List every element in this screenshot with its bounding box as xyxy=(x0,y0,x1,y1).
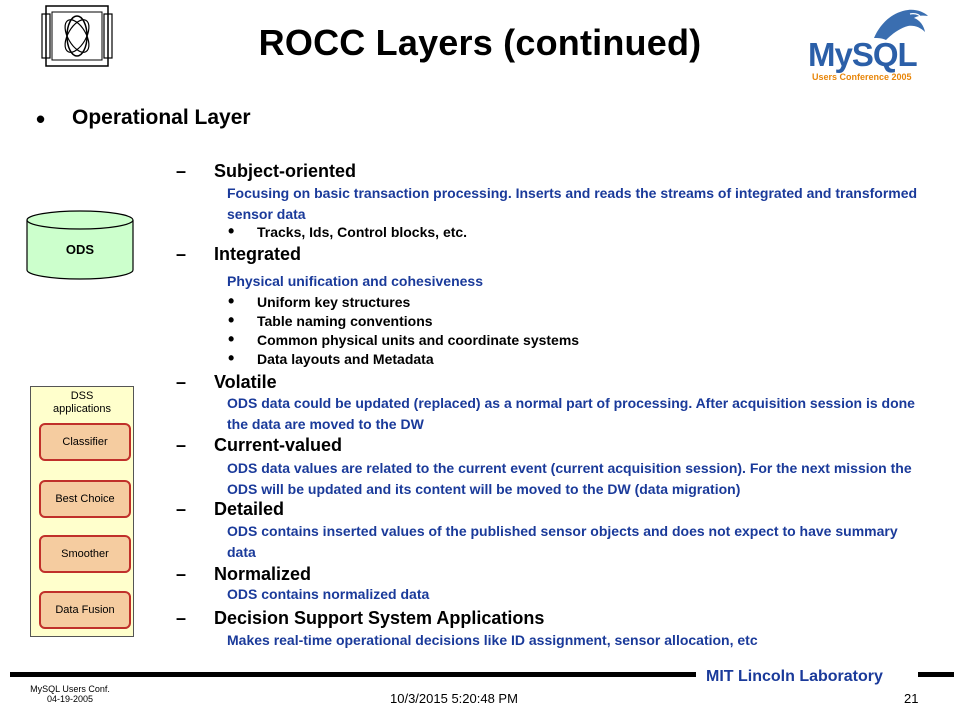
section-dash: – xyxy=(176,372,187,392)
conference-name: MySQL Users Conf. xyxy=(30,684,110,694)
sub-bullet-dot: • xyxy=(228,329,235,349)
section-dash: – xyxy=(176,499,187,519)
section-description: Makes real-time operational decisions li… xyxy=(227,632,758,648)
footer-rule-left xyxy=(10,672,696,677)
sub-bullet-dot: • xyxy=(228,310,235,330)
section-dash: – xyxy=(176,564,187,584)
page-title: ROCC Layers (continued) xyxy=(258,22,702,63)
section-heading: Normalized xyxy=(214,564,312,584)
mysql-logo-text: MySQL xyxy=(808,36,918,73)
section-description: ODS data could be updated (replaced) as … xyxy=(227,395,915,432)
section-dash: – xyxy=(176,161,187,181)
ods-label: ODS xyxy=(65,242,95,257)
section-heading: Subject-oriented xyxy=(214,161,357,181)
mysql-logo: MySQL Users Conference 2005 xyxy=(804,4,936,82)
sub-bullet-dot: • xyxy=(228,221,235,241)
section-heading: Current-valued xyxy=(214,435,343,455)
data-fusion-box: Data Fusion xyxy=(39,591,131,629)
ods-cylinder xyxy=(26,210,134,280)
section-heading: Detailed xyxy=(214,499,285,519)
dss-label-line2: applications xyxy=(52,403,112,415)
classifier-box: Classifier xyxy=(39,423,131,461)
section-description: Focusing on basic transaction processing… xyxy=(227,185,918,222)
section-description: ODS contains inserted values of the publ… xyxy=(227,523,898,560)
section-dash: – xyxy=(176,608,187,628)
best-choice-box: Best Choice xyxy=(39,480,131,518)
main-bullet-dot: • xyxy=(36,104,46,134)
dss-label-line1: DSS xyxy=(70,390,94,402)
smoother-box: Smoother xyxy=(39,535,131,573)
sub-bullet-item: Table naming conventions xyxy=(257,313,433,329)
sub-bullet-dot: • xyxy=(228,291,235,311)
section-description: ODS data values are related to the curre… xyxy=(227,460,912,497)
dolphin-icon xyxy=(874,9,928,40)
footer-date: 10/3/2015 5:20:48 PM xyxy=(390,691,518,706)
conference-label: MySQL Users Conf. 04-19-2005 xyxy=(20,684,120,704)
section-heading: Volatile xyxy=(214,372,277,392)
sub-bullet-item: Tracks, Ids, Control blocks, etc. xyxy=(257,224,468,240)
sub-bullet-item: Data layouts and Metadata xyxy=(257,351,434,367)
lincoln-lab-logo xyxy=(41,5,113,67)
footer-rule-right xyxy=(918,672,954,677)
main-bullet-heading: Operational Layer xyxy=(72,106,251,129)
sub-bullet-dot: • xyxy=(228,348,235,368)
section-description: ODS contains normalized data xyxy=(227,586,430,602)
sub-bullet-item: Common physical units and coordinate sys… xyxy=(257,332,580,348)
section-dash: – xyxy=(176,244,187,264)
mysql-logo-subtext: Users Conference 2005 xyxy=(812,72,912,82)
conference-date: 04-19-2005 xyxy=(46,694,94,704)
section-description: Physical unification and cohesiveness xyxy=(227,273,483,289)
section-heading: Integrated xyxy=(214,244,302,264)
page-number: 21 xyxy=(904,691,919,706)
sub-bullet-item: Uniform key structures xyxy=(257,294,411,310)
lincoln-lab-name: MIT Lincoln Laboratory xyxy=(700,668,889,686)
dss-label: DSS applications xyxy=(30,390,134,416)
section-heading: Decision Support System Applications xyxy=(214,608,545,628)
section-dash: – xyxy=(176,435,187,455)
